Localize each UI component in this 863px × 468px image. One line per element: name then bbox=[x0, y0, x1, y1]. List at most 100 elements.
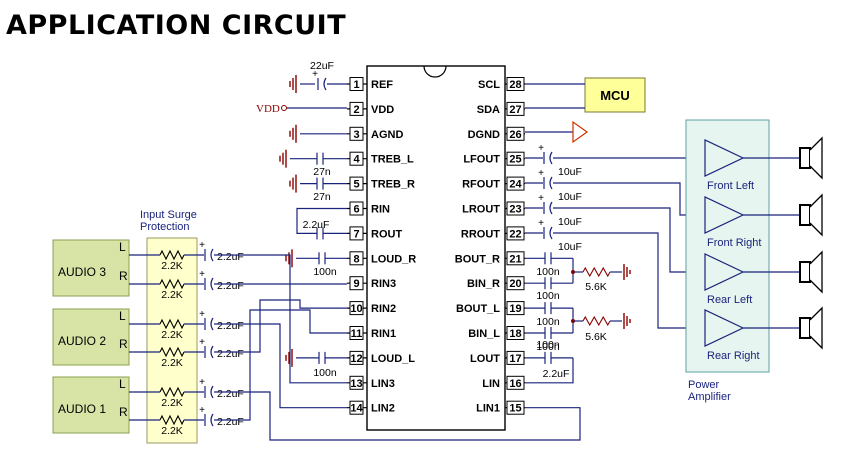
pin-name: LIN2 bbox=[371, 403, 395, 415]
pin-name: LOUD_L bbox=[371, 353, 415, 365]
cap-plate-curved bbox=[210, 345, 214, 359]
cap-lout-value: 100n bbox=[536, 341, 560, 353]
polarity-mark: + bbox=[199, 269, 205, 280]
polarity-mark: + bbox=[538, 168, 544, 179]
pin-number: 25 bbox=[509, 154, 521, 166]
pin-box bbox=[349, 226, 364, 241]
pin-number: 10 bbox=[350, 303, 362, 315]
pin-number: 24 bbox=[509, 179, 522, 191]
pin-name: AGND bbox=[371, 129, 403, 141]
cap-plate-curved bbox=[210, 385, 214, 399]
pin-box bbox=[506, 251, 525, 266]
amplifier-title: Power bbox=[688, 379, 720, 391]
pin-box bbox=[506, 276, 525, 291]
input-capacitor: + bbox=[199, 269, 214, 291]
vdd-terminal bbox=[281, 105, 287, 111]
cap-out-value: 10uF bbox=[558, 191, 582, 203]
cap-treb-r bbox=[316, 177, 324, 190]
surge-resistor bbox=[159, 318, 185, 330]
pin-number: 9 bbox=[353, 278, 359, 290]
pin-name: BIN_L bbox=[468, 328, 500, 340]
pin-number: 16 bbox=[509, 378, 521, 390]
pin-box bbox=[349, 400, 364, 415]
cap-value: 2.2uF bbox=[217, 320, 244, 332]
pin-box bbox=[506, 301, 525, 316]
pin-name: LIN1 bbox=[476, 403, 500, 415]
pin-number: 22 bbox=[509, 228, 521, 240]
pin-box bbox=[506, 151, 525, 166]
wire-rrout bbox=[553, 232, 705, 329]
surge-protection-box bbox=[146, 237, 198, 444]
pin-number: 4 bbox=[353, 154, 360, 166]
pin-number: 3 bbox=[353, 129, 359, 141]
treb-r-ground bbox=[289, 174, 297, 193]
wire-lin2 bbox=[214, 323, 347, 409]
resistor-value: 2.2K bbox=[161, 260, 183, 272]
pin-box bbox=[349, 201, 364, 216]
channel-r-label: R bbox=[119, 269, 128, 283]
page-title: APPLICATION CIRCUIT bbox=[6, 10, 347, 41]
cap-out: + bbox=[538, 218, 553, 240]
surge-resistor bbox=[159, 386, 185, 398]
audio-source-name: AUDIO 2 bbox=[58, 334, 106, 348]
audio-source-name: AUDIO 1 bbox=[58, 402, 106, 416]
mcu-box bbox=[584, 77, 646, 113]
pin-number: 26 bbox=[509, 129, 521, 141]
pin-box bbox=[349, 151, 364, 166]
speaker-magnet bbox=[799, 147, 811, 169]
pin-box bbox=[506, 126, 525, 141]
pin-name: DGND bbox=[468, 129, 500, 141]
cap-plate-curved bbox=[549, 201, 553, 215]
pin-number: 6 bbox=[353, 204, 359, 216]
pin-box bbox=[506, 201, 525, 216]
channel-r-label: R bbox=[119, 405, 128, 419]
polarity-mark: + bbox=[538, 218, 544, 229]
pin-number: 2 bbox=[353, 104, 359, 116]
speaker-magnet bbox=[799, 204, 811, 226]
pin-box bbox=[506, 77, 525, 91]
cap-plate-curved bbox=[210, 317, 214, 331]
channel-l-label: L bbox=[119, 377, 126, 391]
treb-l-ground bbox=[279, 149, 287, 168]
resistor-value: 2.2K bbox=[161, 357, 183, 369]
cap-bin-l-value: 100n bbox=[536, 339, 560, 351]
cap-bout-l bbox=[544, 302, 552, 315]
polarity-mark: + bbox=[538, 143, 544, 154]
amplifier-triangle bbox=[704, 253, 745, 291]
channel-l-label: L bbox=[119, 240, 126, 254]
pin-name: TREB_L bbox=[371, 154, 414, 166]
ic-notch bbox=[423, 65, 447, 78]
cap-out-value: 10uF bbox=[558, 241, 582, 253]
wire-lin1 bbox=[269, 407, 581, 441]
pin-name: VDD bbox=[371, 104, 394, 116]
pin-name: LOUD_R bbox=[371, 253, 416, 265]
cap-value: 2.2uF bbox=[217, 388, 244, 400]
wire-lin bbox=[525, 357, 574, 384]
dgnd-symbol bbox=[572, 120, 589, 144]
pin-number: 11 bbox=[351, 328, 363, 340]
pin-box bbox=[349, 326, 364, 340]
resistor-value: 2.2K bbox=[161, 397, 183, 409]
resistor-value: 2.2K bbox=[161, 289, 183, 301]
wire-rin-rout bbox=[296, 207, 347, 234]
pin-name: SDA bbox=[477, 104, 500, 116]
amplifier-triangle bbox=[704, 139, 745, 177]
cap-treb-l-value: 27n bbox=[313, 166, 331, 178]
vdd-label: VDD bbox=[256, 103, 280, 115]
pin-box bbox=[349, 101, 364, 116]
pin-name: BIN_R bbox=[467, 278, 500, 290]
pin-name: RIN bbox=[371, 204, 390, 216]
input-capacitor: + bbox=[199, 377, 214, 399]
cap-out: + bbox=[538, 143, 553, 165]
mcu-label: MCU bbox=[600, 88, 630, 103]
cap-out: + bbox=[538, 168, 553, 190]
pin-name: BOUT_R bbox=[455, 253, 500, 265]
cap-bin-r-value: 100n bbox=[536, 290, 560, 302]
cap-out: + bbox=[538, 193, 553, 215]
pin-box bbox=[506, 400, 525, 415]
surge-resistor bbox=[159, 278, 185, 290]
pin-number: 27 bbox=[509, 104, 521, 116]
amplifier-triangle bbox=[704, 196, 745, 234]
